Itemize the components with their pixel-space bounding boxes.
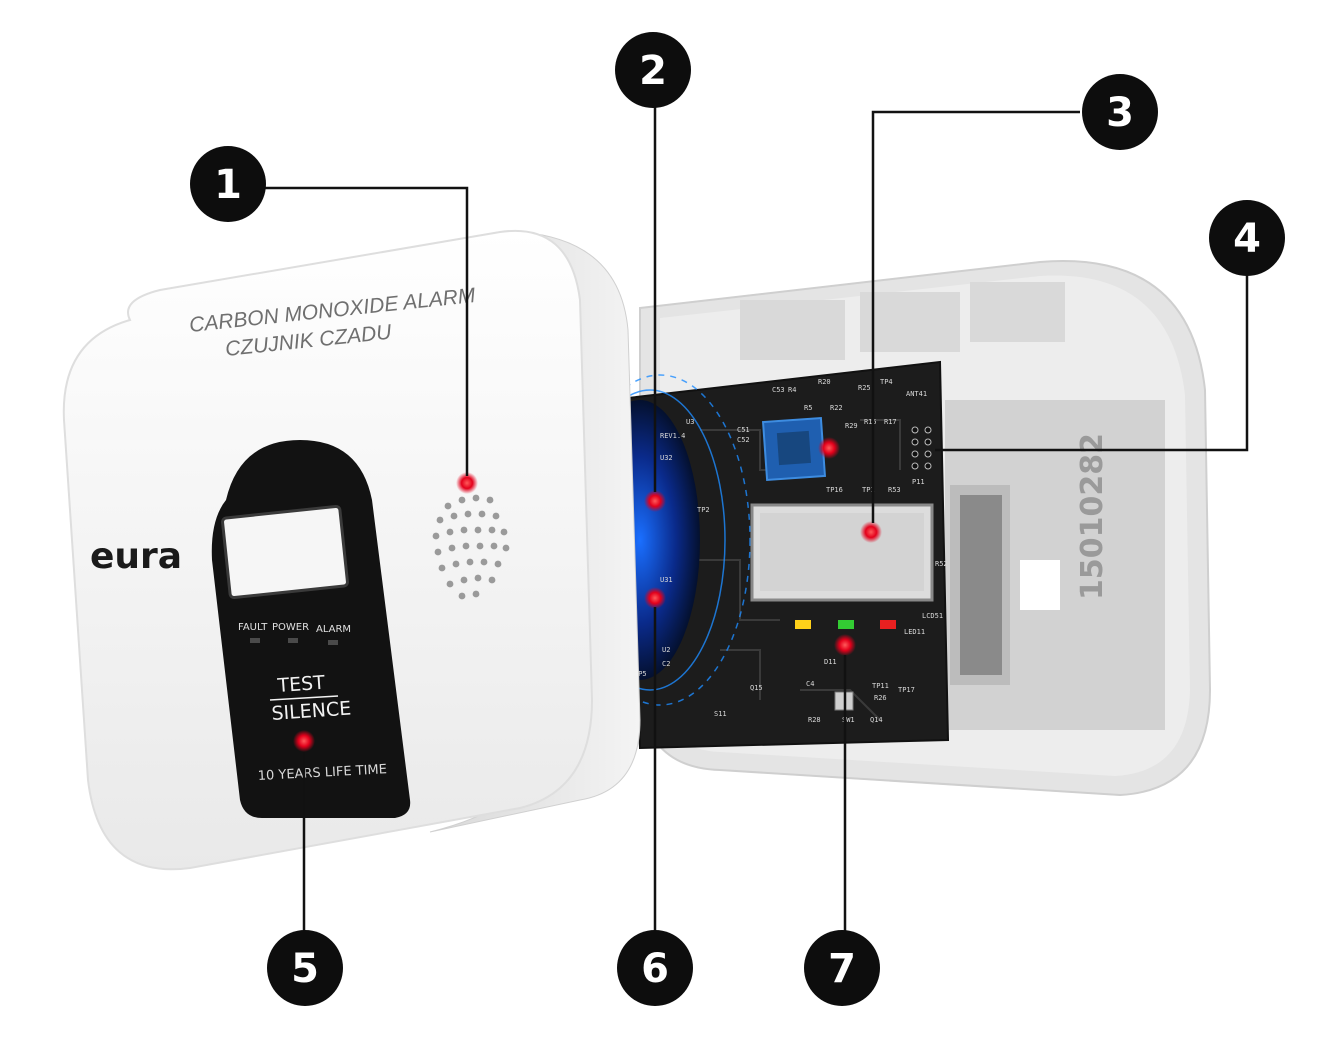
marker-4 xyxy=(818,437,840,459)
highlight-markers xyxy=(293,437,882,752)
display-window xyxy=(221,504,349,600)
power-led xyxy=(288,638,298,643)
callout-number: 3 xyxy=(1106,90,1134,136)
pcb-label: D11 xyxy=(824,658,837,666)
marker-7 xyxy=(834,634,856,656)
pcb-label: LCD51 xyxy=(922,612,943,620)
callout-6: 6 xyxy=(617,930,693,1006)
led-green xyxy=(838,620,854,629)
test-label: TEST xyxy=(276,672,326,697)
pcb-label: U31 xyxy=(660,576,673,584)
brand-logo: eura xyxy=(90,536,182,577)
callout-number: 1 xyxy=(214,162,242,208)
pcb-label: R25 xyxy=(858,384,871,392)
pcb-label: R5 xyxy=(804,404,812,412)
fault-label: FAULT xyxy=(238,622,268,633)
pcb-label: TP2 xyxy=(697,506,710,514)
marker-3 xyxy=(860,521,882,543)
pcb-labels: R20 C53 R4 R25 TP4 ANT41 R5 R22 R29 R15 … xyxy=(634,378,948,724)
serial-number: 15010282 xyxy=(1075,433,1110,600)
pcb-label: TP5 xyxy=(634,670,647,678)
callout-7: 7 xyxy=(804,930,880,1006)
pcb-label: Q15 xyxy=(750,684,763,692)
pcb-label: U3 xyxy=(686,418,694,426)
marker-5 xyxy=(293,730,315,752)
front-cover: CARBON MONOXIDE ALARM CZUJNIK CZADU eura… xyxy=(62,229,641,871)
pcb-label: P11 xyxy=(912,478,925,486)
pcb-label: Q14 xyxy=(870,716,883,724)
pcb-label: ANT41 xyxy=(906,390,927,398)
pcb-label: R22 xyxy=(830,404,843,412)
callout-5: 5 xyxy=(267,930,343,1006)
pcb-label: R4 xyxy=(788,386,796,394)
pcb-label: LED11 xyxy=(904,628,925,636)
pcb-label: SW1 xyxy=(842,716,855,724)
pcb-label: U32 xyxy=(660,454,673,462)
pcb-label: C51 xyxy=(737,426,750,434)
marker-6 xyxy=(644,587,666,609)
pcb-label: TP17 xyxy=(898,686,915,694)
alarm-label: ALARM xyxy=(316,624,351,635)
callout-number: 4 xyxy=(1233,216,1261,262)
fault-led xyxy=(250,638,260,643)
callout-3: 3 xyxy=(1082,74,1158,150)
callout-number: 5 xyxy=(291,946,319,992)
pcb-label: C52 xyxy=(737,436,750,444)
pcb-label: C4 xyxy=(806,680,814,688)
pcb-label: R28 xyxy=(808,716,821,724)
pcb-label: TP11 xyxy=(872,682,889,690)
pcb-label: TP4 xyxy=(880,378,893,386)
alarm-led xyxy=(328,640,338,645)
pcb-label: C53 xyxy=(772,386,785,394)
pcb-label: C2 xyxy=(662,660,670,668)
callout-1: 1 xyxy=(190,146,266,222)
marker-2 xyxy=(644,490,666,512)
life-time-text: 10 YEARS LIFE TIME xyxy=(257,762,387,784)
pcb-label: TP16 xyxy=(826,486,843,494)
pcb-label: R26 xyxy=(874,694,887,702)
pcb-label: S11 xyxy=(714,710,727,718)
pcb-label: REV1.4 xyxy=(660,432,685,440)
pcb-label: R15 xyxy=(864,418,877,426)
marker-1 xyxy=(456,472,478,494)
pcb-label: R29 xyxy=(845,422,858,430)
pcb-label: TP1 xyxy=(862,486,875,494)
speaker-grille xyxy=(432,494,510,600)
callout-2: 2 xyxy=(615,32,691,108)
callout-number: 2 xyxy=(639,48,667,94)
pcb-label: R52 xyxy=(935,560,948,568)
leader-lines xyxy=(262,100,1249,935)
callout-number: 7 xyxy=(828,946,856,992)
led-red xyxy=(880,620,896,629)
led-yellow xyxy=(795,620,811,629)
callout-4: 4 xyxy=(1209,200,1285,276)
pcb-label: R20 xyxy=(818,378,831,386)
pcb-label: R53 xyxy=(888,486,901,494)
callout-number: 6 xyxy=(641,946,669,992)
pcb-label: R17 xyxy=(884,418,897,426)
power-label: POWER xyxy=(272,622,309,633)
pcb-label: U2 xyxy=(662,646,670,654)
